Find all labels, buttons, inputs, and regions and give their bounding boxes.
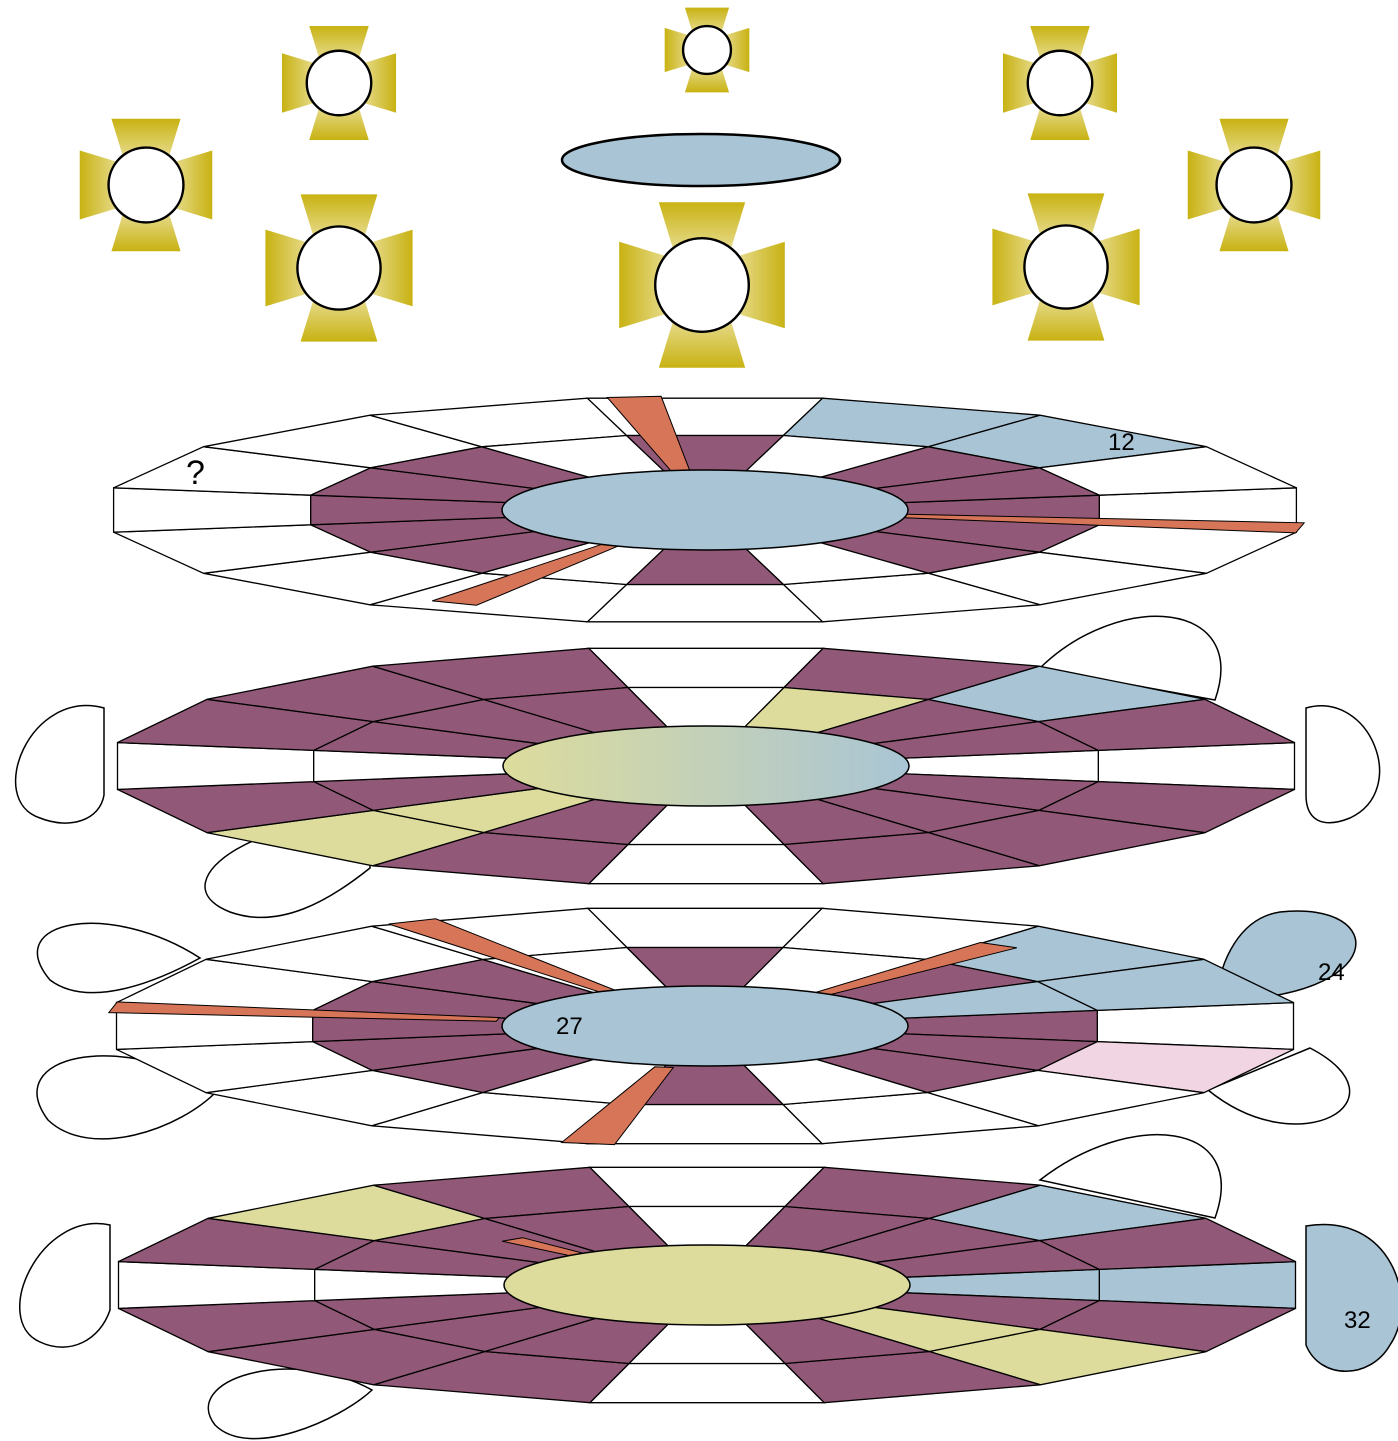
- spotlight-upper-left: [281, 25, 397, 141]
- spotlight-center: [619, 202, 785, 368]
- label-n32: 32: [1344, 1307, 1371, 1334]
- disc-2: [14, 615, 1381, 919]
- disc-1: [112, 395, 1306, 623]
- stage-ellipse: [560, 132, 842, 188]
- outer-segment: [587, 843, 825, 885]
- label-n12: 12: [1108, 429, 1135, 456]
- spotlight-lens: [681, 24, 733, 76]
- spotlight-top-center: [664, 7, 750, 93]
- label-question: ?: [186, 454, 205, 492]
- spotlight-far-left: [79, 118, 213, 252]
- side-pod: [1038, 615, 1222, 701]
- outer-segment: [588, 1362, 826, 1404]
- disc-4: [19, 1133, 1398, 1440]
- spotlight-lens: [305, 49, 373, 117]
- outer-segment: [585, 583, 825, 623]
- center-ellipse: [501, 469, 909, 551]
- label-n27: 27: [556, 1013, 583, 1040]
- side-pod: [1305, 1223, 1398, 1372]
- side-pod: [1305, 705, 1381, 824]
- side-pod: [1215, 910, 1357, 1001]
- side-pod: [36, 922, 202, 994]
- center-ellipse: [503, 1244, 911, 1326]
- lights-group: [79, 7, 1321, 368]
- spotlight-lens: [1215, 146, 1293, 224]
- discs-group: ? 12 27 24 32: [14, 395, 1398, 1440]
- side-pod: [19, 1222, 111, 1348]
- spotlight-left: [265, 194, 413, 342]
- side-pod: [1038, 1133, 1222, 1219]
- spotlight-lens: [107, 146, 185, 224]
- spotlight-right: [992, 193, 1140, 341]
- spotlight-lens: [1026, 49, 1094, 117]
- spotlight-upper-right: [1002, 25, 1118, 141]
- spotlight-lens: [653, 236, 751, 334]
- center-ellipse: [501, 985, 909, 1067]
- spotlight-far-right: [1187, 118, 1321, 252]
- side-pod: [1206, 1047, 1351, 1125]
- outer-segment: [587, 647, 825, 689]
- center-ellipse: [502, 725, 910, 807]
- side-pod: [14, 704, 105, 824]
- outer-segment: [588, 1166, 826, 1208]
- orange-stripe: [560, 1066, 675, 1146]
- orange-stripe: [107, 1001, 501, 1022]
- label-n24: 24: [1318, 959, 1345, 986]
- outer-segment: [586, 907, 824, 949]
- disc-3: [36, 907, 1357, 1146]
- spotlight-lens: [296, 225, 382, 311]
- spotlight-lens: [1023, 224, 1109, 310]
